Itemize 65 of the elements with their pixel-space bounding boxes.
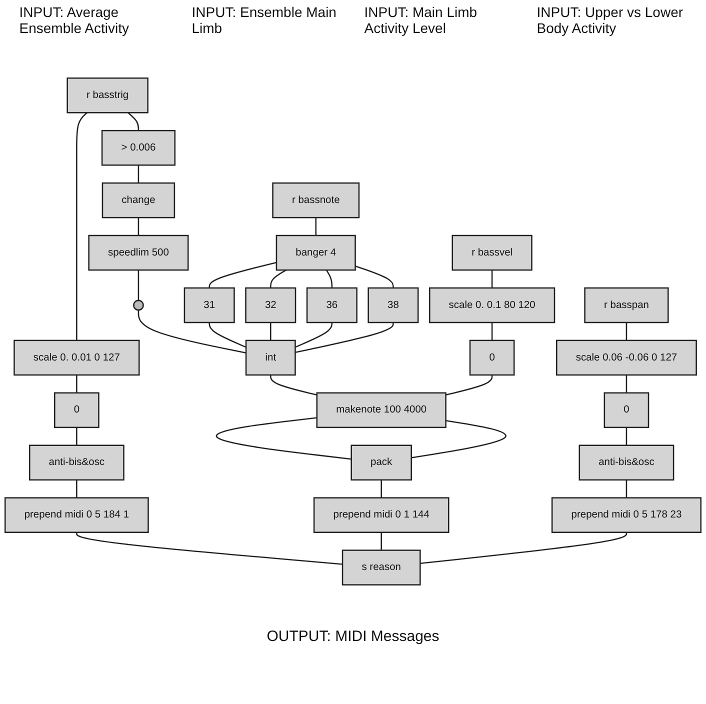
node-box: change <box>102 182 176 218</box>
node-box: anti-bis&osc <box>578 444 674 480</box>
connector <box>138 270 140 300</box>
node-box: banger 4 <box>276 234 356 270</box>
node-box: int <box>245 339 296 376</box>
node-box: 0 <box>54 392 100 428</box>
connector <box>138 164 140 183</box>
node-circle <box>133 299 144 310</box>
connector <box>76 532 343 564</box>
connector <box>626 479 628 498</box>
node-box: anti-bis&osc <box>28 444 124 480</box>
node-box: 36 <box>306 286 358 323</box>
node-box: > 0.006 <box>101 129 176 166</box>
node-box: r basstrig <box>66 77 148 113</box>
connector <box>626 426 628 445</box>
connector <box>295 322 394 353</box>
input-heading: INPUT: Main Limb Activity Level <box>364 4 478 36</box>
node-box: prepend midi 0 5 184 1 <box>4 496 149 533</box>
node-box: 32 <box>245 286 296 323</box>
connector <box>411 419 506 458</box>
connector <box>491 270 493 288</box>
connector <box>626 374 628 392</box>
input-heading: INPUT: Average Ensemble Activity <box>19 4 130 36</box>
input-heading: INPUT: Ensemble Main Limb <box>192 4 338 36</box>
connector <box>270 374 318 396</box>
connector <box>76 479 78 498</box>
connector <box>76 112 88 340</box>
connector <box>355 265 394 288</box>
connector <box>76 426 78 445</box>
connector <box>208 261 277 288</box>
connector <box>491 322 493 340</box>
connector <box>326 269 333 288</box>
node-box: scale 0.06 -0.06 0 127 <box>556 339 697 376</box>
node-box: speedlim 500 <box>88 234 189 270</box>
connector <box>380 532 382 550</box>
node-box: scale 0. 0.1 80 120 <box>428 286 556 323</box>
output-note: OUTPUT: MIDI Messages <box>266 628 440 645</box>
connector <box>138 217 140 236</box>
node-box: r bassnote <box>272 182 360 218</box>
node-box: r bassvel <box>452 234 532 270</box>
node-box: 0 <box>469 339 515 376</box>
node-box: 38 <box>368 286 419 323</box>
node-box: r basspan <box>584 286 669 323</box>
connector <box>626 322 628 340</box>
node-box: 31 <box>184 286 235 323</box>
connector <box>76 374 78 392</box>
connector <box>294 322 333 348</box>
connector <box>128 112 140 130</box>
connector <box>446 374 493 396</box>
connector <box>208 322 246 348</box>
connector <box>380 479 382 498</box>
node-box: prepend midi 0 5 178 23 <box>551 496 702 533</box>
connector <box>138 310 246 353</box>
node-box: 0 <box>604 392 650 428</box>
node-box: s reason <box>342 549 421 585</box>
node-box: makenote 100 4000 <box>316 392 446 428</box>
connector <box>270 269 286 288</box>
connector <box>216 416 352 460</box>
input-heading: INPUT: Upper vs Lower Body Activity <box>536 4 684 36</box>
connector <box>315 217 317 236</box>
connector <box>420 532 628 564</box>
node-box: scale 0. 0.01 0 127 <box>14 339 140 376</box>
node-box: pack <box>350 444 412 480</box>
connector <box>270 322 272 340</box>
node-box: prepend midi 0 1 144 <box>313 496 450 533</box>
